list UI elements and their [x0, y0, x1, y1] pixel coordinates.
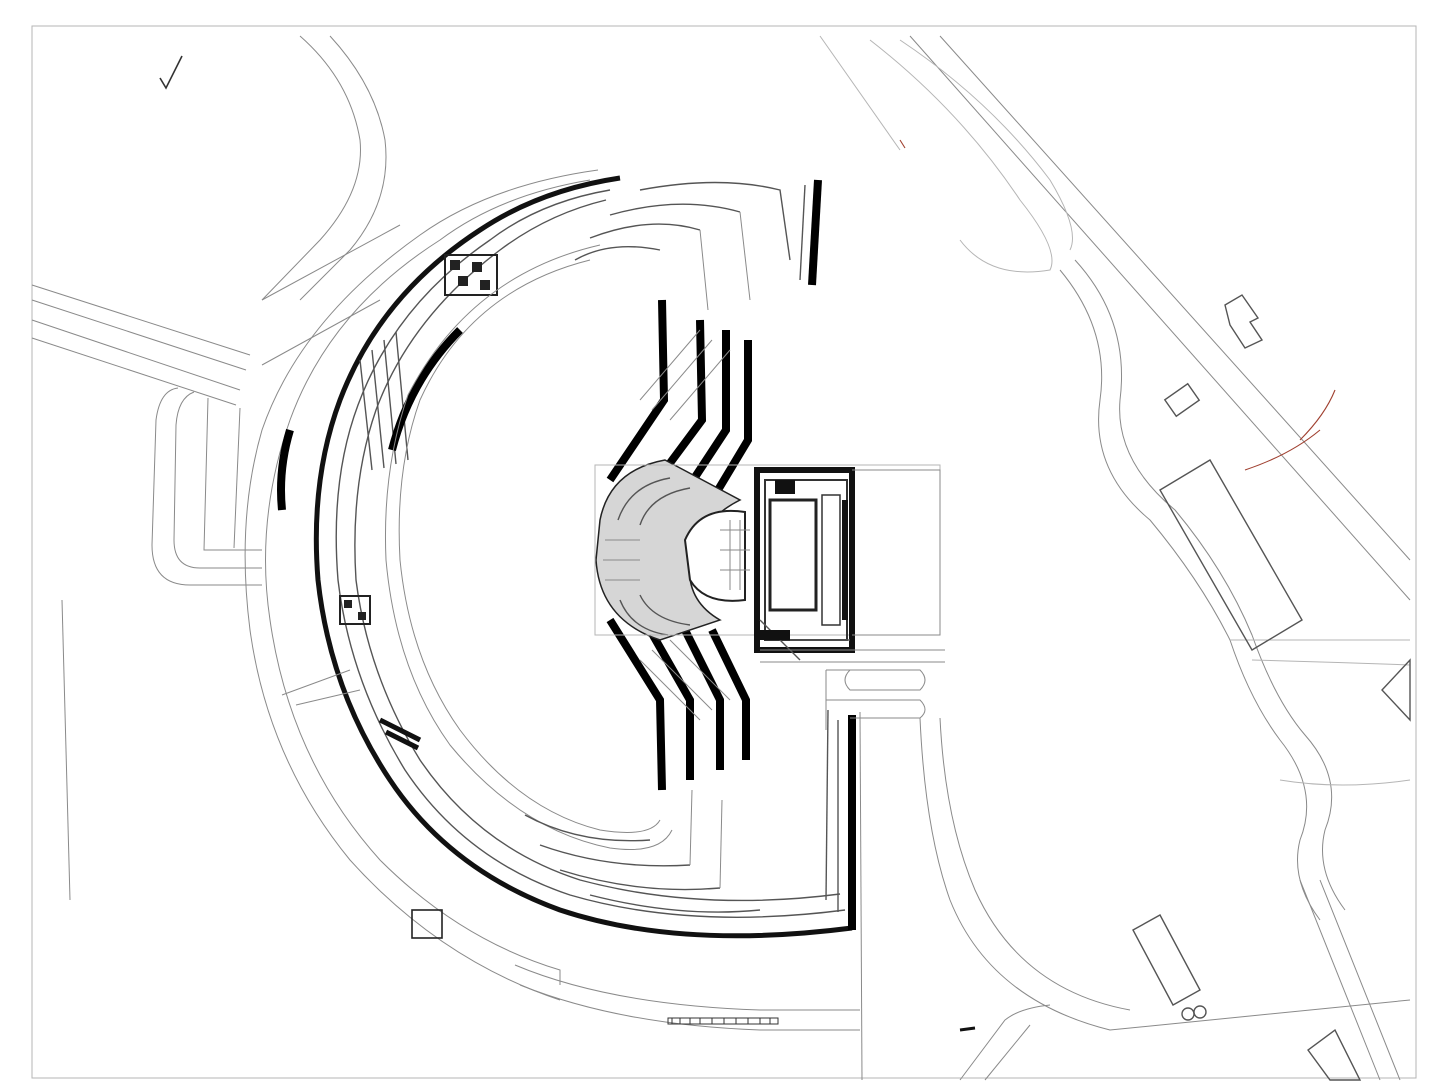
red-annotations	[899, 139, 1336, 471]
sheet-frame	[31, 25, 1417, 1079]
diagonal-highway	[819, 35, 1411, 1081]
lower-tier-rows	[524, 789, 761, 913]
left-road-network	[31, 35, 387, 901]
river-channel	[869, 39, 1411, 921]
outer-crescent	[244, 169, 863, 1081]
scale-strip	[667, 1017, 976, 1032]
inner-arena	[384, 244, 673, 851]
check-mark-icon	[159, 55, 183, 90]
upper-tier-rows	[574, 181, 791, 311]
stage-building	[754, 467, 941, 661]
gate-blocks	[261, 224, 498, 939]
service-road	[760, 649, 1411, 1081]
riverside-buildings	[1132, 294, 1411, 1081]
cavea-fan	[594, 459, 941, 641]
